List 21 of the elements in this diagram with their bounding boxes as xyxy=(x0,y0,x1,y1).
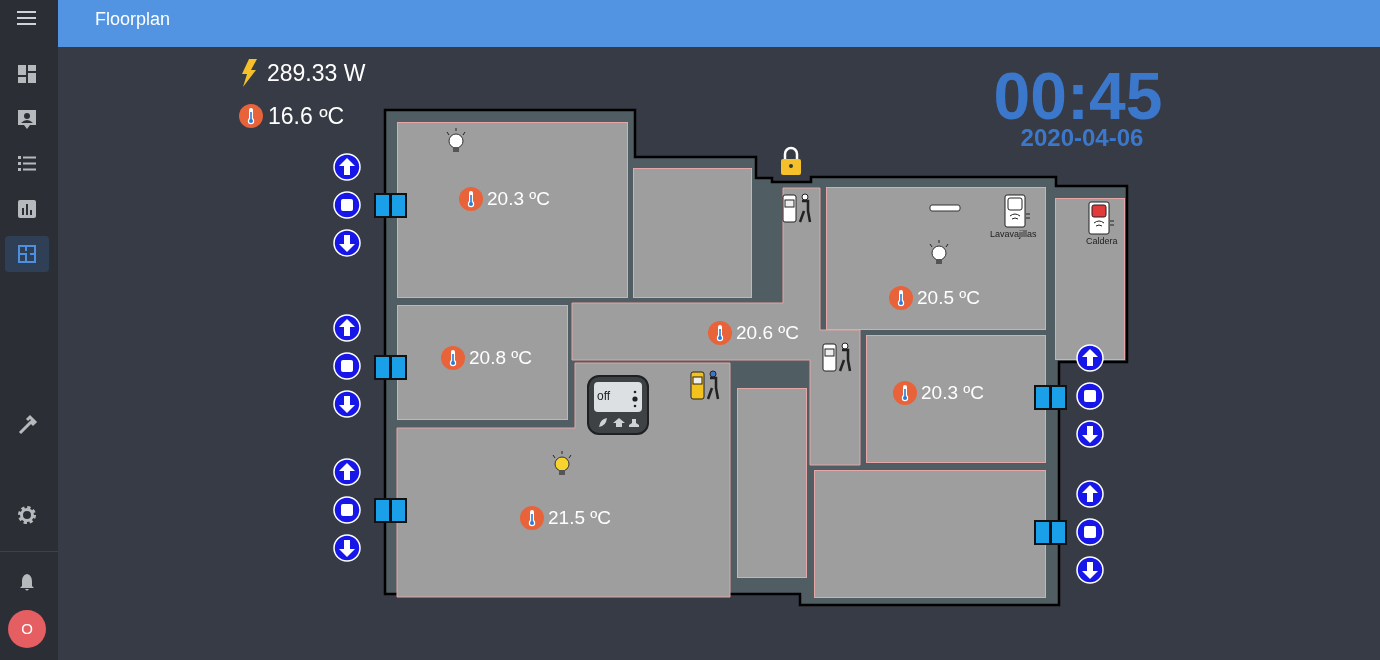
room-floor xyxy=(737,388,807,578)
temperature-reading: 20.6 ºC xyxy=(736,322,799,344)
thermostat xyxy=(587,375,649,435)
temperature-reading: 20.3 ºC xyxy=(487,188,550,210)
thermostat-mode: off xyxy=(597,389,611,403)
room-floor xyxy=(397,305,568,420)
room-floor xyxy=(397,122,628,298)
temperature-reading: 21.5 ºC xyxy=(548,507,611,529)
room-floor xyxy=(866,335,1046,463)
outdoor-temperature: 16.6 ºC xyxy=(268,103,345,130)
page-title: Floorplan xyxy=(95,9,171,30)
room-floor xyxy=(633,168,752,298)
temperature-reading: 20.3 ºC xyxy=(921,382,984,404)
room-floor xyxy=(814,470,1046,598)
device-label: Lavavajillas xyxy=(990,229,1037,239)
temperature-reading: 20.8 ºC xyxy=(469,347,532,369)
power-reading: 289.33 W xyxy=(267,60,366,87)
temperature-reading: 20.5 ºC xyxy=(917,287,980,309)
device-label: Caldera xyxy=(1086,236,1118,246)
room-floor xyxy=(826,187,1046,330)
room-floor xyxy=(1055,198,1125,360)
